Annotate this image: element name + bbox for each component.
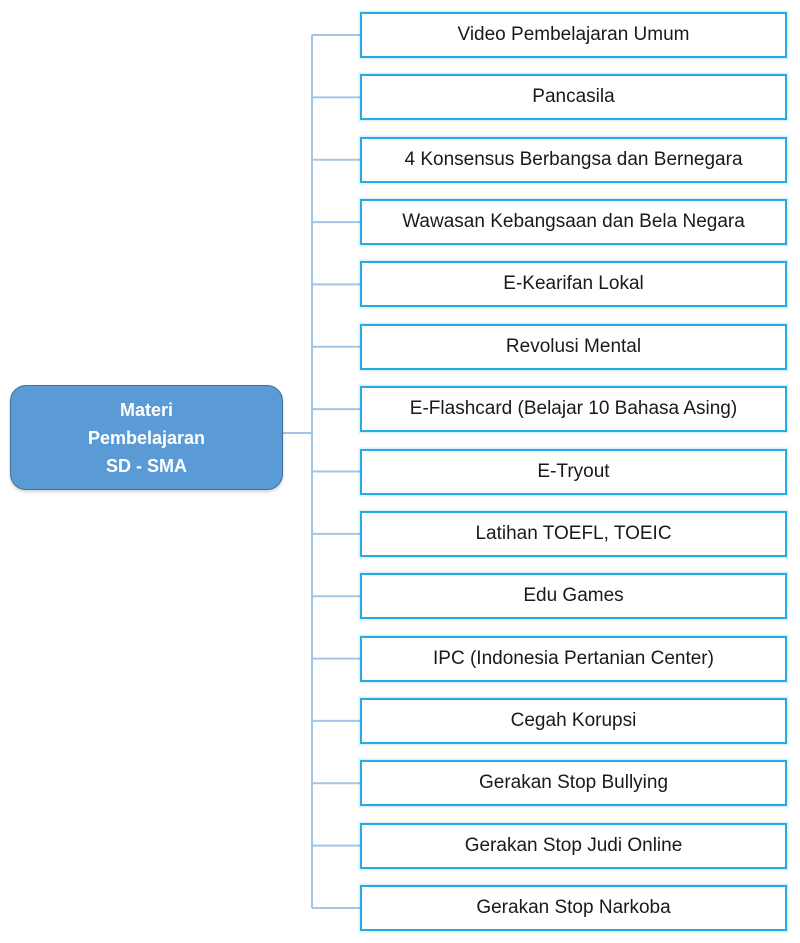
item-label: Gerakan Stop Narkoba [476, 897, 671, 918]
item-box-4-konsensus-berbangsa-dan-bernegara: 4 Konsensus Berbangsa dan Bernegara [360, 136, 787, 183]
item-box-e-flashcard-belajar-10-bahasa-asing: E-Flashcard (Belajar 10 Bahasa Asing) [360, 386, 787, 433]
item-label: Latihan TOEFL, TOEIC [475, 522, 672, 544]
item-label: Video Pembelajaran Umum [457, 24, 690, 45]
item-box-cegah-korupsi: Cegah Korupsi [360, 697, 787, 744]
root-label-line3: SD - SMA [106, 455, 187, 476]
item-box-video-pembelajaran-umum: Video Pembelajaran Umum [360, 12, 787, 58]
item-label: Revolusi Mental [505, 335, 642, 357]
item-box-e-kearifan-lokal: E-Kearifan Lokal [360, 261, 787, 308]
item-label: Gerakan Stop Bullying [478, 772, 669, 794]
item-box-latihan-toefl-toeic: Latihan TOEFL, TOEIC [360, 510, 787, 557]
item-box-gerakan-stop-narkoba: Gerakan Stop Narkoba [360, 885, 787, 931]
root-label-line2: Pembelajaran [87, 427, 206, 448]
item-label: Gerakan Stop Judi Online [464, 834, 683, 856]
item-label: Pancasila [532, 86, 615, 108]
item-label: E-Kearifan Lokal [503, 273, 644, 295]
item-box-edu-games: Edu Games [360, 573, 787, 620]
item-label: Edu Games [523, 585, 624, 607]
root-label-line1: Materi [119, 399, 173, 420]
item-box-revolusi-mental: Revolusi Mental [360, 323, 787, 370]
item-box-pancasila: Pancasila [360, 74, 787, 121]
item-box-gerakan-stop-judi-online: Gerakan Stop Judi Online [360, 822, 787, 869]
root-node-label: Materi Pembelajaran SD - SMA [88, 396, 205, 480]
item-label: E-Flashcard (Belajar 10 Bahasa Asing) [409, 398, 738, 420]
item-label: Wawasan Kebangsaan dan Bela Negara [402, 211, 745, 233]
root-node: Materi Pembelajaran SD - SMA [10, 385, 283, 490]
item-box-ipc-indonesia-pertanian-center: IPC (Indonesia Pertanian Center) [360, 635, 787, 682]
item-box-gerakan-stop-bullying: Gerakan Stop Bullying [360, 760, 787, 807]
item-label: 4 Konsensus Berbangsa dan Bernegara [404, 148, 743, 170]
item-box-e-tryout: E-Tryout [360, 448, 787, 495]
item-box-wawasan-kebangsaan-dan-bela-negara: Wawasan Kebangsaan dan Bela Negara [360, 199, 787, 246]
item-label: IPC (Indonesia Pertanian Center) [433, 647, 714, 669]
item-label: E-Tryout [537, 460, 610, 482]
item-label: Cegah Korupsi [510, 709, 637, 731]
